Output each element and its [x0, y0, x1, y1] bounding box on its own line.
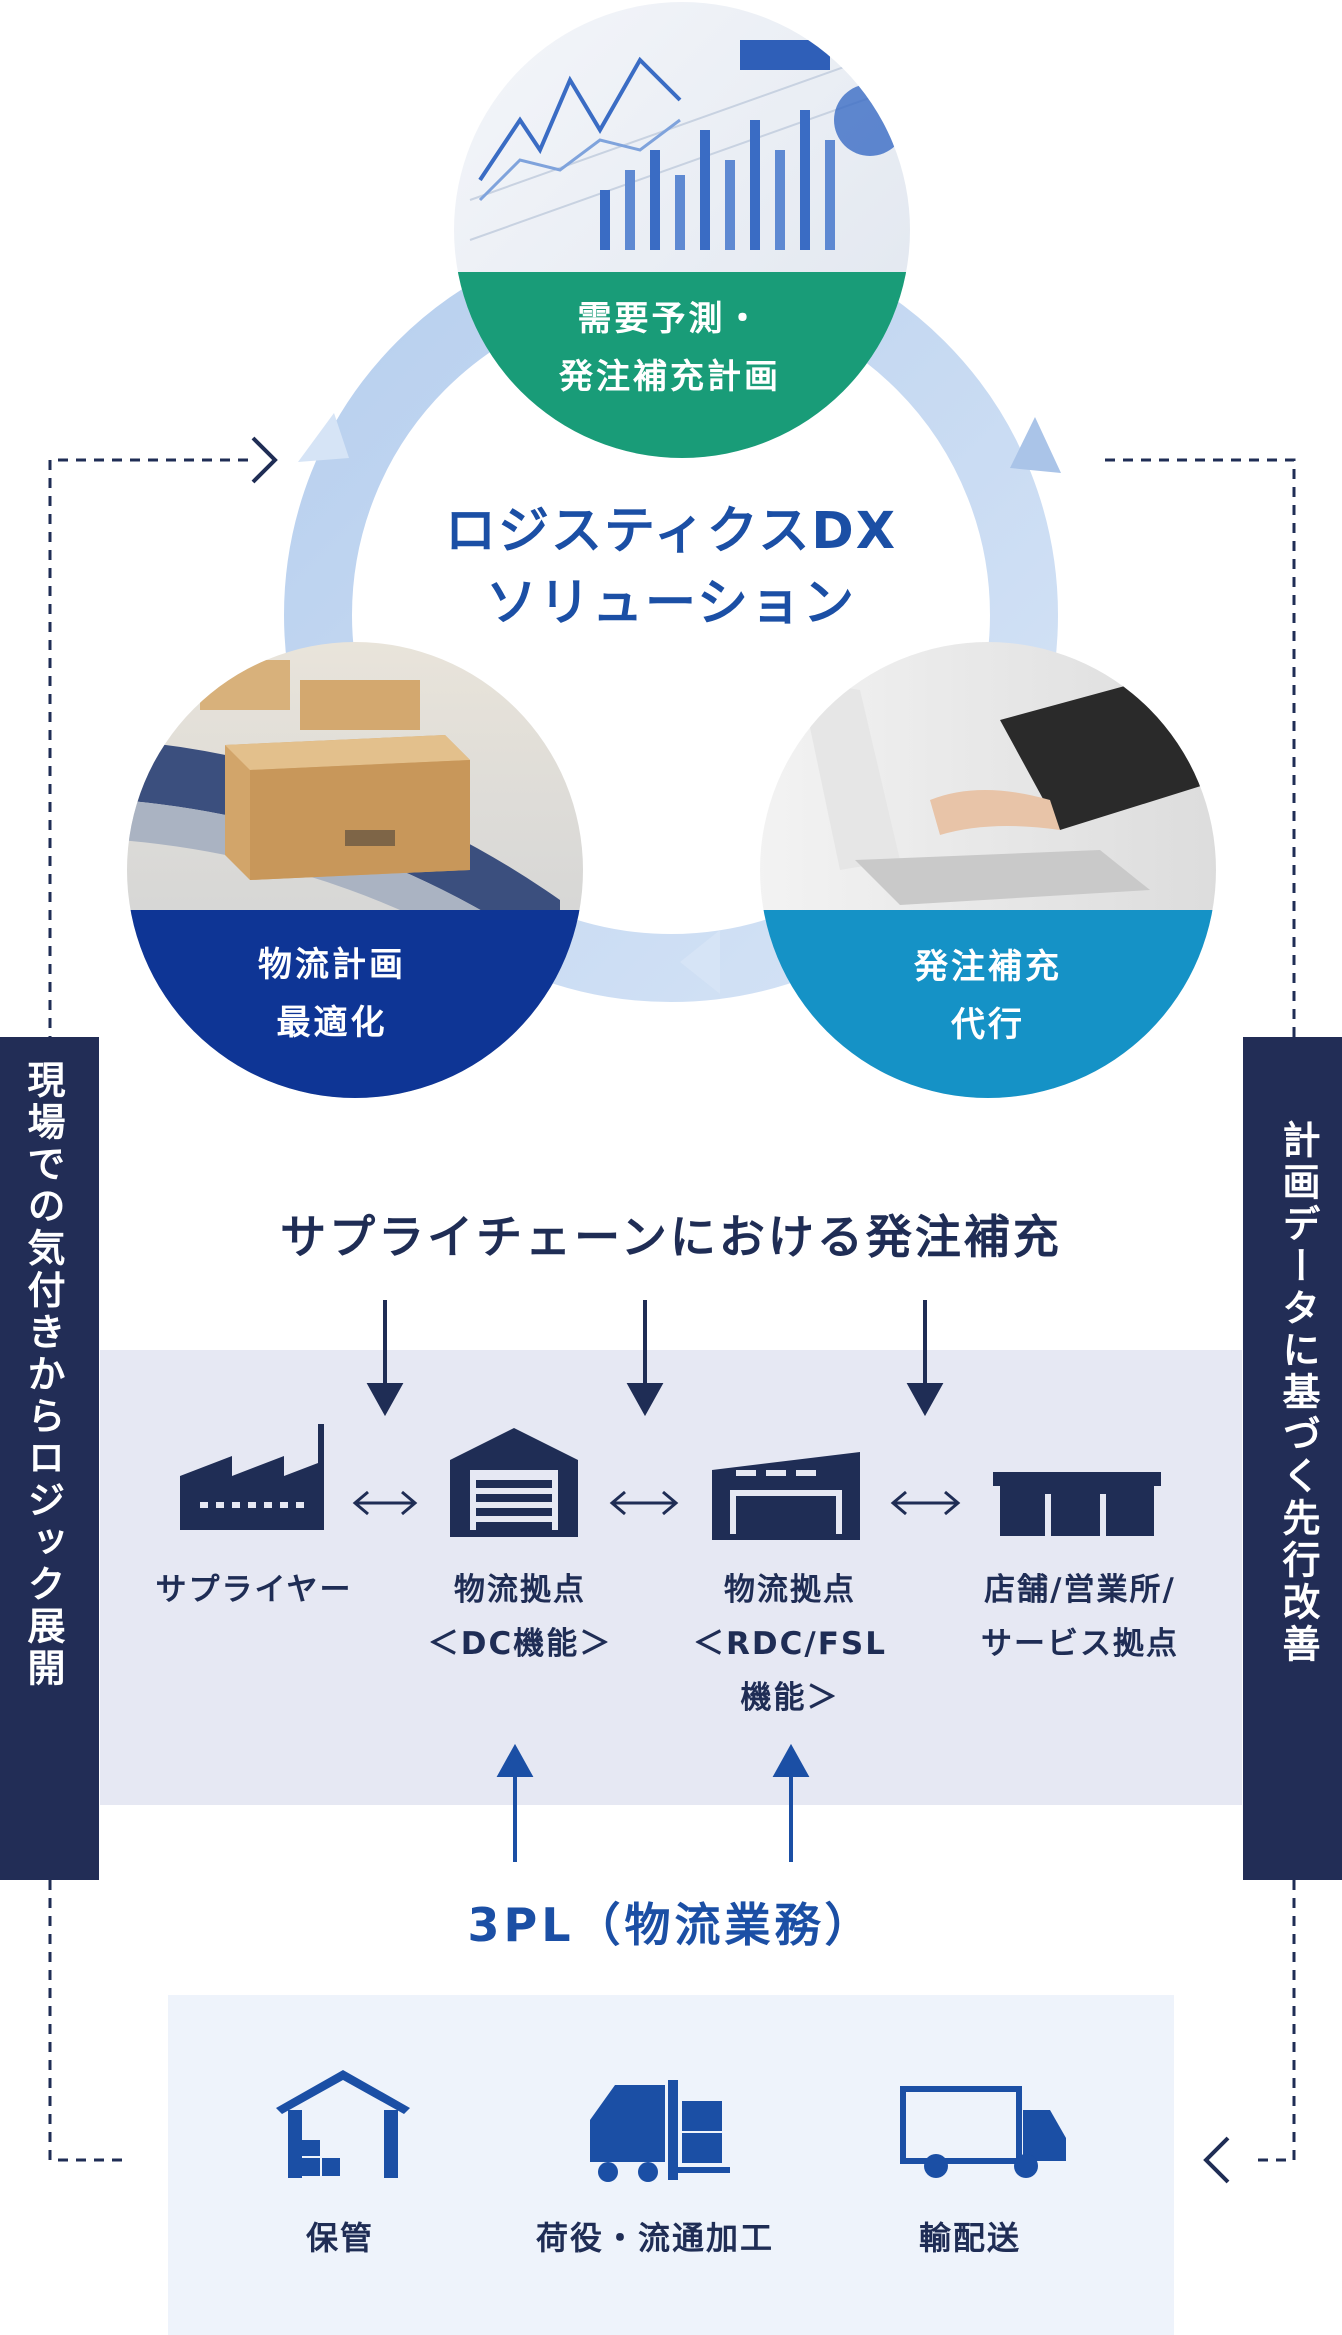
tpl-cargo-label: 荷役・流通加工	[535, 2219, 774, 2257]
side-label-left: 現場での気付きからロジック展開	[21, 1060, 65, 1690]
boxes-photo-image	[127, 660, 560, 1000]
storage-icon	[276, 2070, 410, 2178]
order-replenishment-label: 発注補充 代行	[914, 947, 1062, 1045]
logistics-plan-label: 物流計画 最適化	[258, 945, 406, 1043]
node-rdc-label: 物流拠点 ＜RDC/FSL 機能＞	[693, 1572, 887, 1716]
dashed-feedback-lines	[48, 458, 1296, 2162]
tpl-storage-label: 保管	[305, 2219, 374, 2257]
node-supplier-label: サプライヤー	[155, 1572, 353, 1608]
factory-icon	[180, 1424, 324, 1530]
center-title: ロジスティクスDX ソリューション	[444, 502, 898, 633]
store-icon	[993, 1472, 1161, 1536]
supply-chain-title: サプライチェーンにおける発注補充	[280, 1210, 1062, 1264]
logistics-plan-circle	[127, 642, 583, 1098]
forklift-icon	[590, 2080, 730, 2182]
replenish-arrows	[366, 1300, 944, 1417]
flow-arrows	[352, 1490, 961, 1516]
tpl-up-arrows	[496, 1743, 810, 1862]
tpl-title: 3PL（物流業務）	[467, 1898, 875, 1952]
truck-icon	[900, 2086, 1066, 2178]
side-label-left-box	[0, 1037, 99, 1880]
node-dc-label: 物流拠点 ＜DC機能＞	[427, 1572, 613, 1662]
chart-photo-image	[469, 39, 910, 250]
dashed-arrowheads	[251, 436, 1230, 2184]
dc-warehouse-icon	[450, 1428, 578, 1537]
order-replenishment-circle	[760, 642, 1216, 1098]
side-label-right-box	[1243, 1037, 1342, 1880]
supply-chain-band	[100, 1350, 1242, 1805]
node-store-label: 店舗/営業所/ サービス拠点	[981, 1572, 1179, 1662]
tpl-transport-label: 輸配送	[918, 2219, 1021, 2257]
demand-forecast-circle	[454, 2, 910, 458]
demand-forecast-label: 需要予測・ 発注補充計画	[559, 299, 781, 397]
side-label-right: 計画データに基づく先行改善	[1276, 1120, 1320, 1666]
rdc-warehouse-icon	[712, 1452, 860, 1540]
